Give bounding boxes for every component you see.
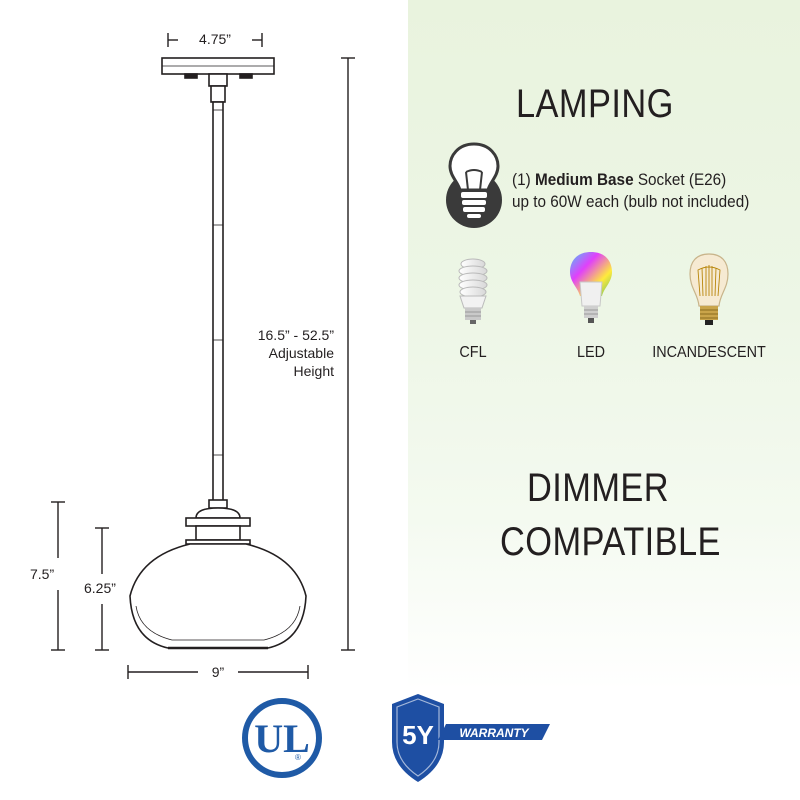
glass-height-label: 6.25” xyxy=(84,580,116,596)
adjustable-label: Adjustable xyxy=(268,345,334,361)
ul-letters: UL xyxy=(254,716,310,761)
shade xyxy=(129,499,307,650)
warranty-word: WARRANTY xyxy=(459,726,529,740)
overall-shade-height-label: 7.5” xyxy=(30,566,55,582)
warranty-badge: 5Y WARRANTY xyxy=(392,694,550,782)
pendant-diagram xyxy=(51,33,355,679)
socket-type-bold: Medium Base xyxy=(534,170,634,189)
cfl-label: CFL xyxy=(459,344,487,361)
lamping-title: LAMPING xyxy=(516,82,674,126)
led-label: LED xyxy=(576,344,606,361)
svg-text:®: ® xyxy=(295,753,301,762)
warranty-years: 5Y xyxy=(402,720,434,750)
canopy-width-label: 4.75” xyxy=(199,31,231,47)
canopy xyxy=(161,57,275,103)
downrod xyxy=(212,101,224,503)
ul-certification-badge: UL ® xyxy=(242,698,322,778)
height-label: Height xyxy=(293,363,334,379)
lightbulb-socket-icon xyxy=(446,142,502,228)
dimmer-title: DIMMER xyxy=(527,466,670,510)
shade-width-line xyxy=(127,665,309,679)
socket-description: (1) Medium Base Socket (E26) xyxy=(512,170,727,189)
adjustable-height-dimension-line xyxy=(341,57,355,651)
adjustable-height-range-label: 16.5” - 52.5” xyxy=(257,327,334,343)
overall-shade-height-line xyxy=(51,501,65,651)
led-bulb-icon xyxy=(570,252,612,323)
wattage-description: up to 60W each (bulb not included) xyxy=(512,192,750,211)
compatible-title: COMPATIBLE xyxy=(500,520,721,564)
lamping-panel xyxy=(408,0,800,690)
cfl-bulb-icon xyxy=(458,258,488,324)
glass-height-line xyxy=(95,527,109,651)
canopy-dimension-line xyxy=(167,33,263,47)
incandescent-bulb-icon xyxy=(689,253,729,325)
shade-width-label: 9” xyxy=(211,664,225,680)
incandescent-label: INCANDESCENT xyxy=(652,344,766,361)
